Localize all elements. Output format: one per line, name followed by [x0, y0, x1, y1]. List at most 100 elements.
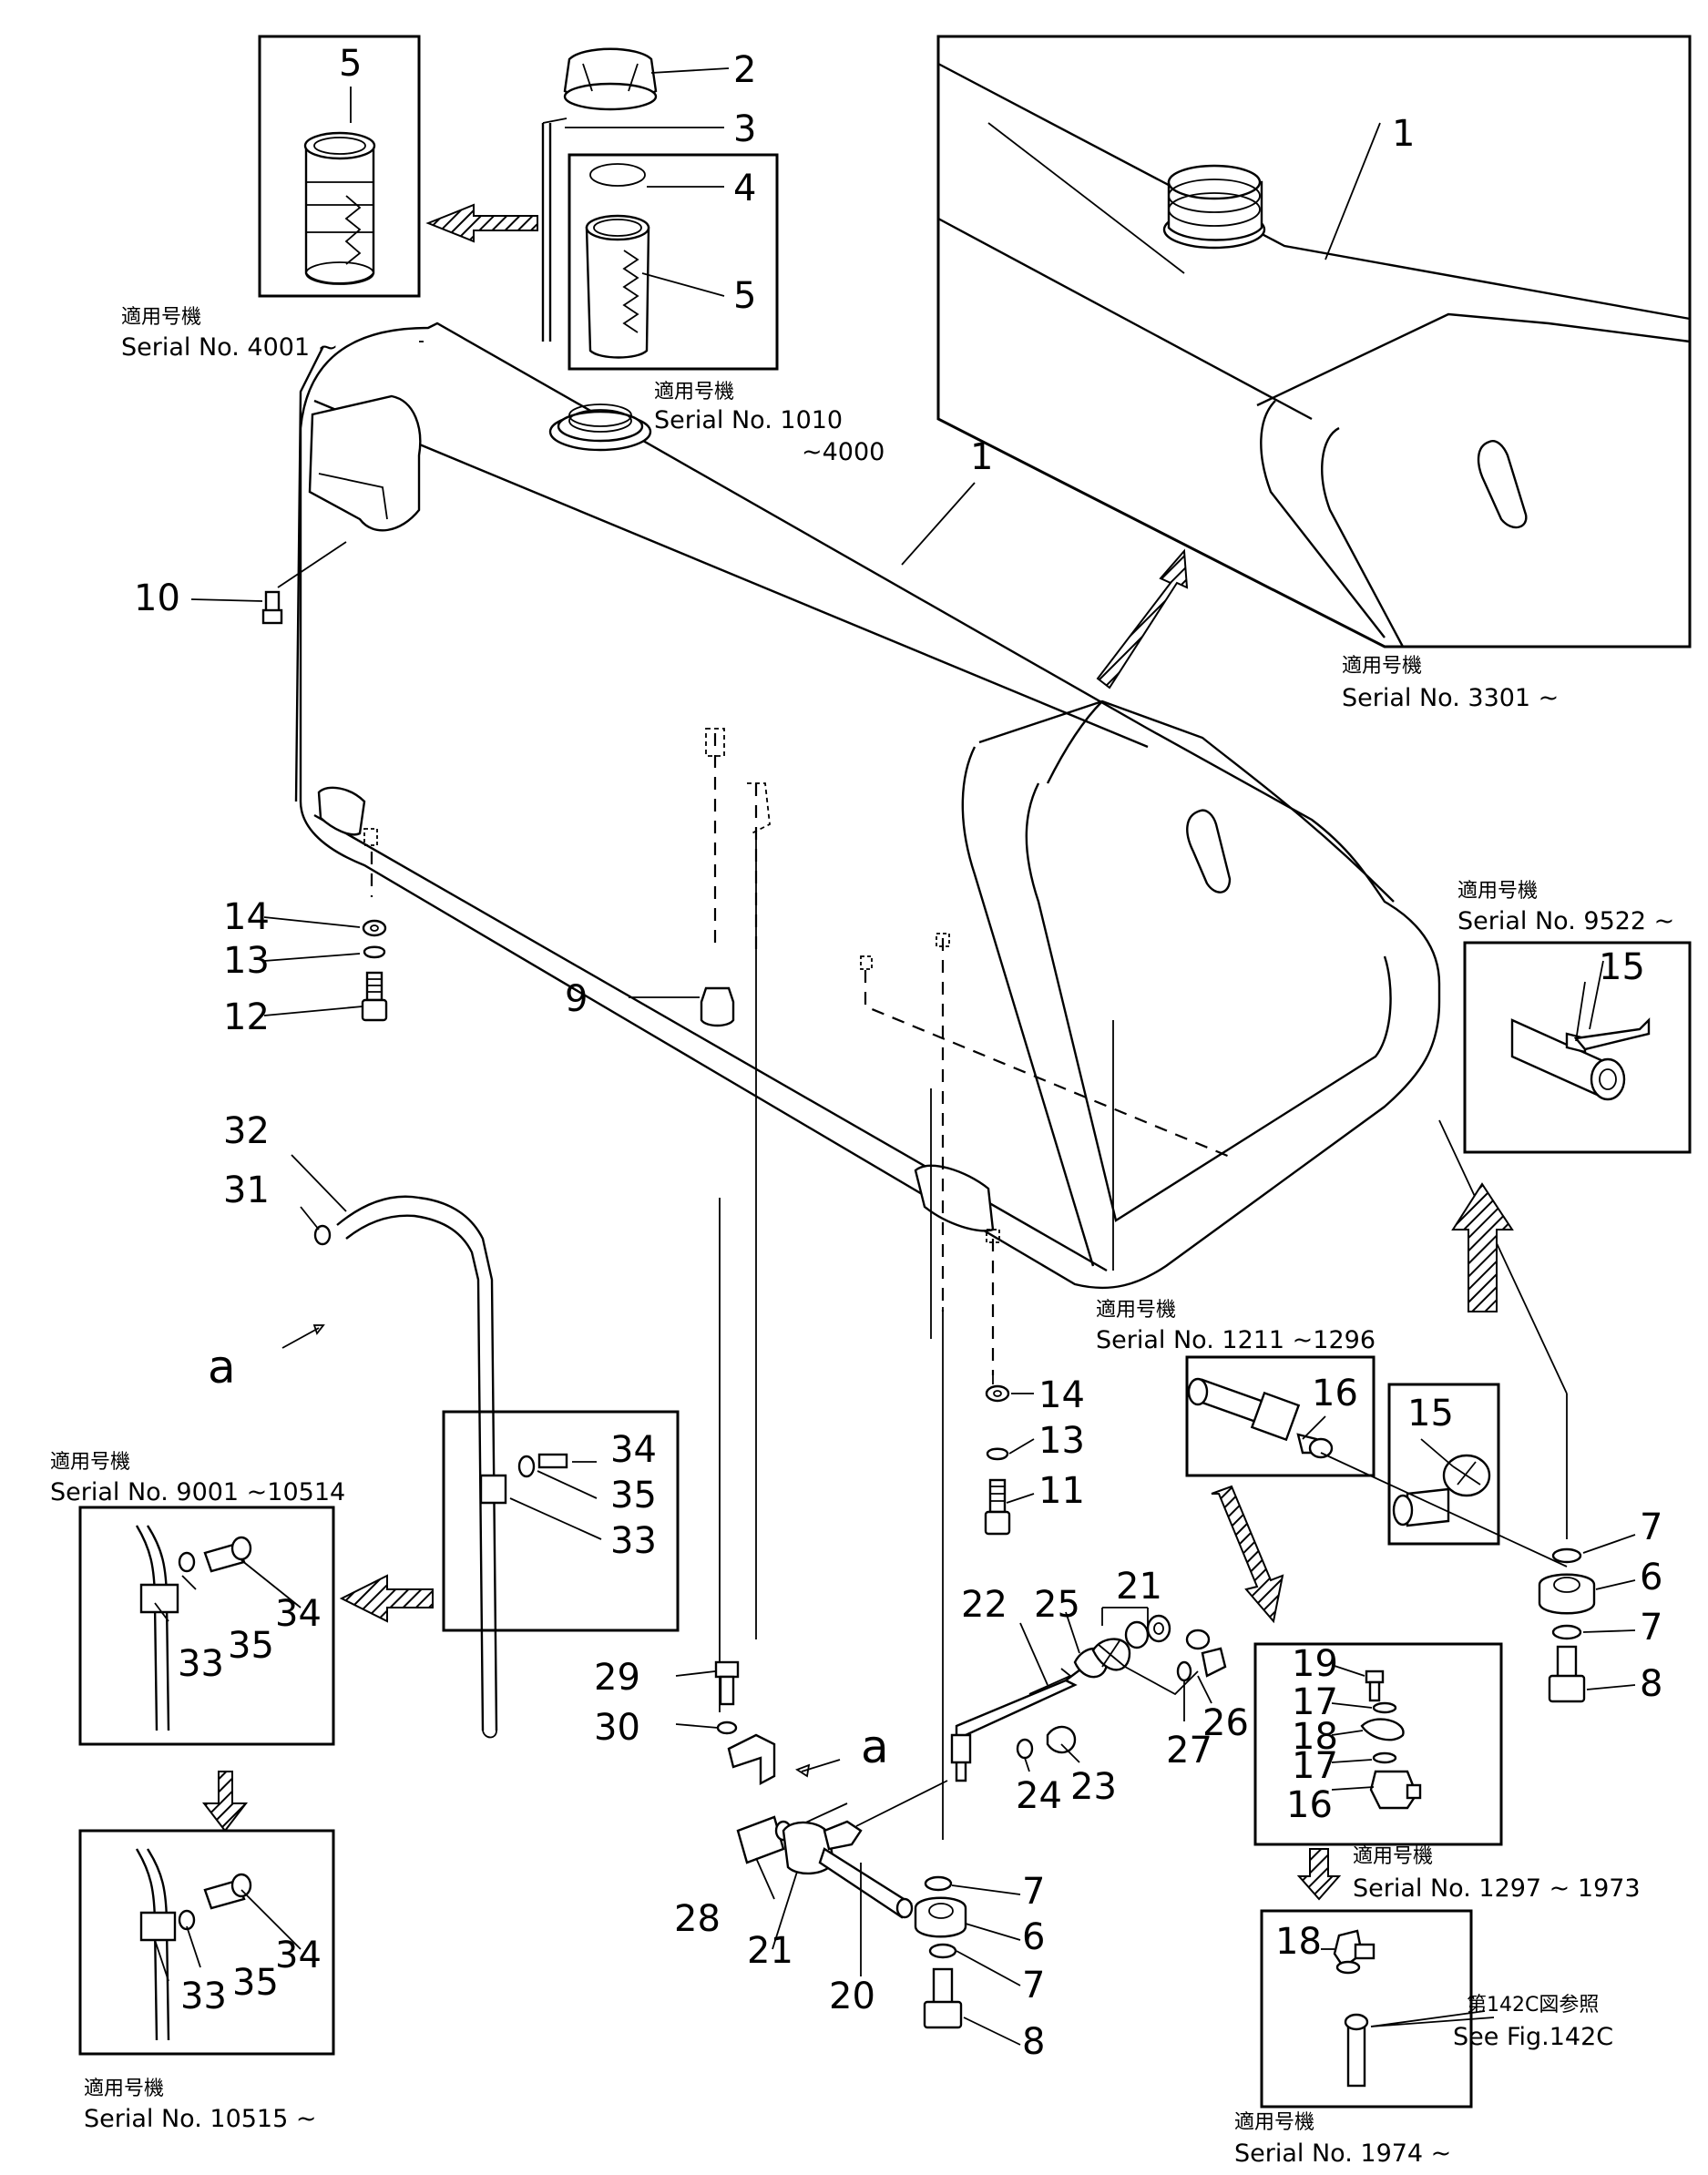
callout-9: 9 [565, 978, 588, 1020]
serial-1010-end: ~4000 [802, 438, 885, 466]
callout-16: 16 [1312, 1373, 1358, 1414]
hatched-arrow-icon [1211, 1485, 1284, 1624]
callout-32: 32 [223, 1110, 270, 1152]
callout-6: 6 [1022, 1916, 1045, 1958]
serial-1974: Serial No. 1974 ~ [1234, 2139, 1451, 2168]
callout-20: 20 [829, 1976, 875, 2017]
serial-3301: Serial No. 3301 ~ [1342, 684, 1559, 712]
jp-label: 適用号機 [50, 1451, 130, 1474]
clamp-inset-9001-icon [135, 1525, 252, 1731]
callout-30: 30 [594, 1707, 640, 1749]
callout-22: 22 [961, 1584, 1007, 1626]
callout-1: 1 [970, 436, 993, 478]
jp-label: 適用号機 [121, 306, 201, 329]
drain-stack-right [1538, 1547, 1596, 1703]
callout-27: 27 [1166, 1730, 1212, 1772]
serial-1010: Serial No. 1010 [654, 406, 843, 434]
serial-1297: Serial No. 1297 ~ 1973 [1353, 1874, 1641, 1903]
callout-28: 28 [674, 1898, 721, 1940]
strainer-inset-4001-box [258, 35, 421, 298]
dipstick [541, 117, 568, 342]
callout-15: 15 [1407, 1393, 1454, 1435]
serial-4001: Serial No. 4001 ~ [121, 333, 338, 362]
leader-line [901, 482, 976, 566]
tank-top-inset-3301 [936, 35, 1692, 648]
callout-13: 13 [223, 940, 270, 982]
callout-16: 16 [1286, 1784, 1333, 1826]
callout-4: 4 [733, 168, 756, 209]
callout-23: 23 [1070, 1766, 1117, 1808]
callout-a: a [208, 1341, 236, 1394]
callout-18: 18 [1275, 1921, 1322, 1963]
clamp-inset-10515-icon [135, 1848, 252, 2041]
hatched-arrow-icon [339, 1574, 434, 1623]
callout-15: 15 [1599, 946, 1645, 988]
serial-1211: Serial No. 1211 ~1296 [1096, 1326, 1376, 1354]
callout-34: 34 [275, 1935, 322, 1976]
callout-6: 6 [1640, 1557, 1662, 1598]
leader-line [1324, 122, 1381, 260]
callout-33: 33 [178, 1643, 224, 1685]
jp-label: 適用号機 [1353, 1845, 1433, 1868]
callout-19: 19 [1292, 1643, 1338, 1685]
callout-24: 24 [1016, 1775, 1062, 1817]
callout-21: 21 [747, 1930, 793, 1972]
callout-7: 7 [1640, 1607, 1662, 1649]
callout-14: 14 [1038, 1374, 1085, 1416]
callout-7: 7 [1022, 1965, 1045, 2007]
serial-10515: Serial No. 10515 ~ [84, 2105, 317, 2133]
callout-12: 12 [223, 996, 270, 1038]
mounting-bolt-stack-right [984, 1384, 1011, 1536]
callout-35: 35 [228, 1625, 274, 1667]
air-breather-fitting [261, 541, 347, 625]
reference-jp: 第142C図参照 [1467, 1994, 1599, 2017]
leader-line [987, 122, 1185, 274]
callout-34: 34 [275, 1593, 322, 1635]
jp-label: 適用号機 [654, 381, 734, 403]
callout-35: 35 [232, 1962, 279, 2004]
callout-35: 35 [610, 1475, 657, 1516]
callout-8: 8 [1022, 2021, 1045, 2063]
jp-label: 適用号機 [1342, 655, 1422, 678]
clamp-inset-9001-box [78, 1506, 335, 1746]
serial-9001: Serial No. 9001 ~10514 [50, 1478, 345, 1506]
callout-8: 8 [1640, 1663, 1662, 1705]
callout-21: 21 [1116, 1566, 1162, 1608]
fuel-tank [294, 322, 1441, 1290]
callout-17: 17 [1292, 1745, 1338, 1787]
dashed-connection-lines [370, 733, 1568, 1840]
rubber-bushing [700, 986, 735, 1027]
jp-label: 適用号機 [1234, 2111, 1314, 2134]
bracket-box-1297 [1253, 1642, 1503, 1846]
callout-31: 31 [223, 1169, 270, 1211]
hatched-arrow-icon [425, 203, 538, 243]
clamp-inset-10515-box [78, 1829, 335, 2056]
jp-label: 適用号機 [1096, 1299, 1176, 1322]
callout-33: 33 [180, 1976, 227, 2017]
callout-29: 29 [594, 1657, 640, 1699]
callout-13: 13 [1038, 1420, 1085, 1462]
applicability-notes: 適用号機 Serial No. 4001 ~ 適用号機 Serial No. 1… [50, 306, 1674, 2168]
callout-7: 7 [1022, 1871, 1045, 1913]
callout-a: a [861, 1721, 889, 1773]
reference-en: See Fig.142C [1453, 2023, 1613, 2051]
clamp-box [442, 1410, 680, 1632]
jp-label: 適用号機 [1457, 880, 1538, 903]
drain-valve-assembly [714, 1607, 1227, 2029]
callout-1: 1 [1392, 113, 1415, 155]
hatched-arrow-icon [1451, 1182, 1514, 1312]
strainer-inset-icon [303, 131, 376, 285]
fitting-box-1211 [1185, 1355, 1376, 1477]
callout-5: 5 [339, 43, 362, 85]
elbow-18-icon [1333, 1929, 1376, 2088]
callout-5: 5 [733, 275, 756, 317]
callout-7: 7 [1640, 1506, 1662, 1548]
drain-valve-icon [1510, 1017, 1651, 1101]
fitting-16-icon [1187, 1377, 1334, 1459]
callout-17: 17 [1292, 1681, 1338, 1723]
callout-3: 3 [733, 108, 756, 150]
callout-10: 10 [134, 577, 180, 619]
strainer-detail-box [568, 153, 779, 371]
bracket-group-icon [1360, 1670, 1422, 1810]
